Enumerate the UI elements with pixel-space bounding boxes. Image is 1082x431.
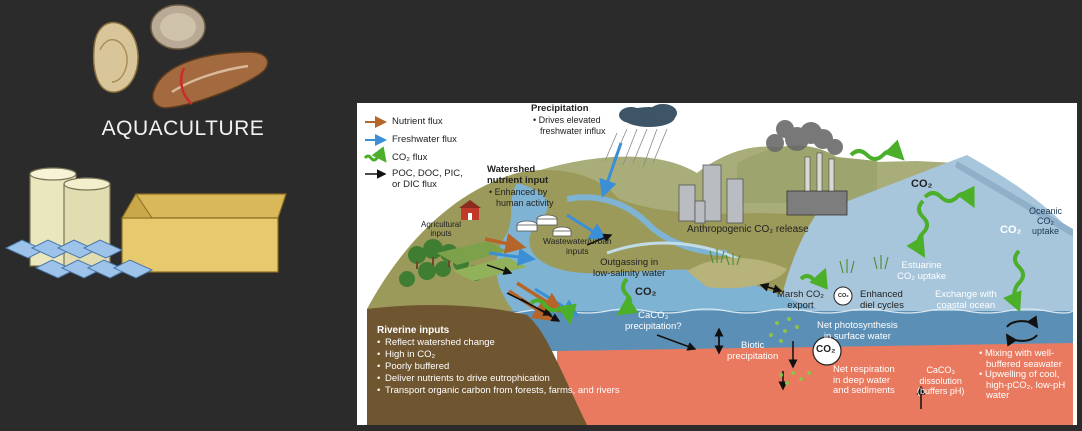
riverine-item: High in CO₂ [377,349,620,361]
carbon-flux-arrows [486,233,926,409]
biotic-precipitation-label: Biotic precipitation [727,340,779,362]
co2-small-bubble-label: CO₂ [838,293,849,299]
watershed-title: Watershed nutrient input [487,164,549,186]
riverine-inputs-box: Riverine inputs Reflect watershed change… [377,325,620,397]
agricultural-label: Agricultural inputs [421,220,462,238]
caco3-dissolution-label: CaCO₃ dissolution (buffers pH) [917,365,965,396]
precipitation-note: • Drives elevated freshwater influx [533,115,606,136]
co2-flux-arrows [529,139,1025,325]
farm-fields [437,241,527,281]
anthropogenic-label: Anthropogenic CO₂ release [687,224,809,235]
deep-water-layer [557,343,1073,425]
watershed-note: • Enhanced by human activity [489,187,554,208]
coastal-carbon-diagram: Nutrient flux Freshwater flux CO₂ flux P… [357,103,1077,425]
net-respiration-label: Net respiration in deep water and sedime… [833,364,895,396]
ocean-processes-list: • Mixing with well- buffered seawater • … [979,348,1066,401]
exchange-cycle-icon [1005,315,1039,347]
legend-co2-arrow [363,146,387,163]
wastewater-label: Wastewater/urban inputs [543,236,612,256]
caco3-precipitation-label: CaCO₃ precipitation? [625,310,682,332]
riverine-item: Transport organic carbon from forests, f… [377,385,620,397]
city-buildings [678,164,744,224]
net-photosynthesis-label: Net photosynthesis in surface water [817,320,898,342]
precipitation-title: Precipitation [531,103,589,114]
ocean-surface [777,155,1073,315]
riverine-item: Deliver nutrients to drive eutrophicatio… [377,373,620,385]
phytoplankton-dots [769,317,811,385]
co2-atmosphere-label: CO₂ [911,178,933,190]
co2-water-label: CO₂ [816,344,836,355]
co2-outgassing-label: CO₂ [635,286,657,298]
exchange-ocean-label: Exchange with coastal ocean [935,289,997,311]
aquaculture-shellfish-illustration [80,0,280,112]
barn-icon [459,200,481,220]
wastewater-tanks [516,214,572,237]
riverine-item: Reflect watershed change [377,337,620,349]
co2-bubble-water [812,336,842,366]
aquaculture-facility-illustration [0,160,300,290]
outgassing-label: Outgassing in low-salinity water [593,257,666,279]
marsh-export-label: Marsh CO₂ export [777,289,824,311]
co2-bay-label: CO₂ [1000,224,1022,236]
slide-title: AQUACULTURE [101,117,265,140]
factory-icon [766,120,848,216]
legend-carbon-label: POC, DOC, PIC, or DIC flux [392,168,463,190]
riverine-inputs-list: Reflect watershed change High in CO₂ Poo… [377,337,620,397]
rain-cloud-icon [604,104,677,168]
diel-cycles-label: Enhanced diel cycles [860,289,904,311]
legend-nutrient-label: Nutrient flux [392,116,443,127]
co2-bubble-small [833,286,853,306]
marsh-grass [709,249,889,274]
riverine-inputs-title: Riverine inputs [377,325,450,336]
oceanic-uptake-label: Oceanic CO₂ uptake [1029,206,1063,236]
estuarine-uptake-label: Estuarine CO₂ uptake [897,260,947,282]
legend-freshwater-label: Freshwater flux [392,134,457,145]
riverine-item: Poorly buffered [377,361,620,373]
legend-co2-label: CO₂ flux [392,152,428,163]
